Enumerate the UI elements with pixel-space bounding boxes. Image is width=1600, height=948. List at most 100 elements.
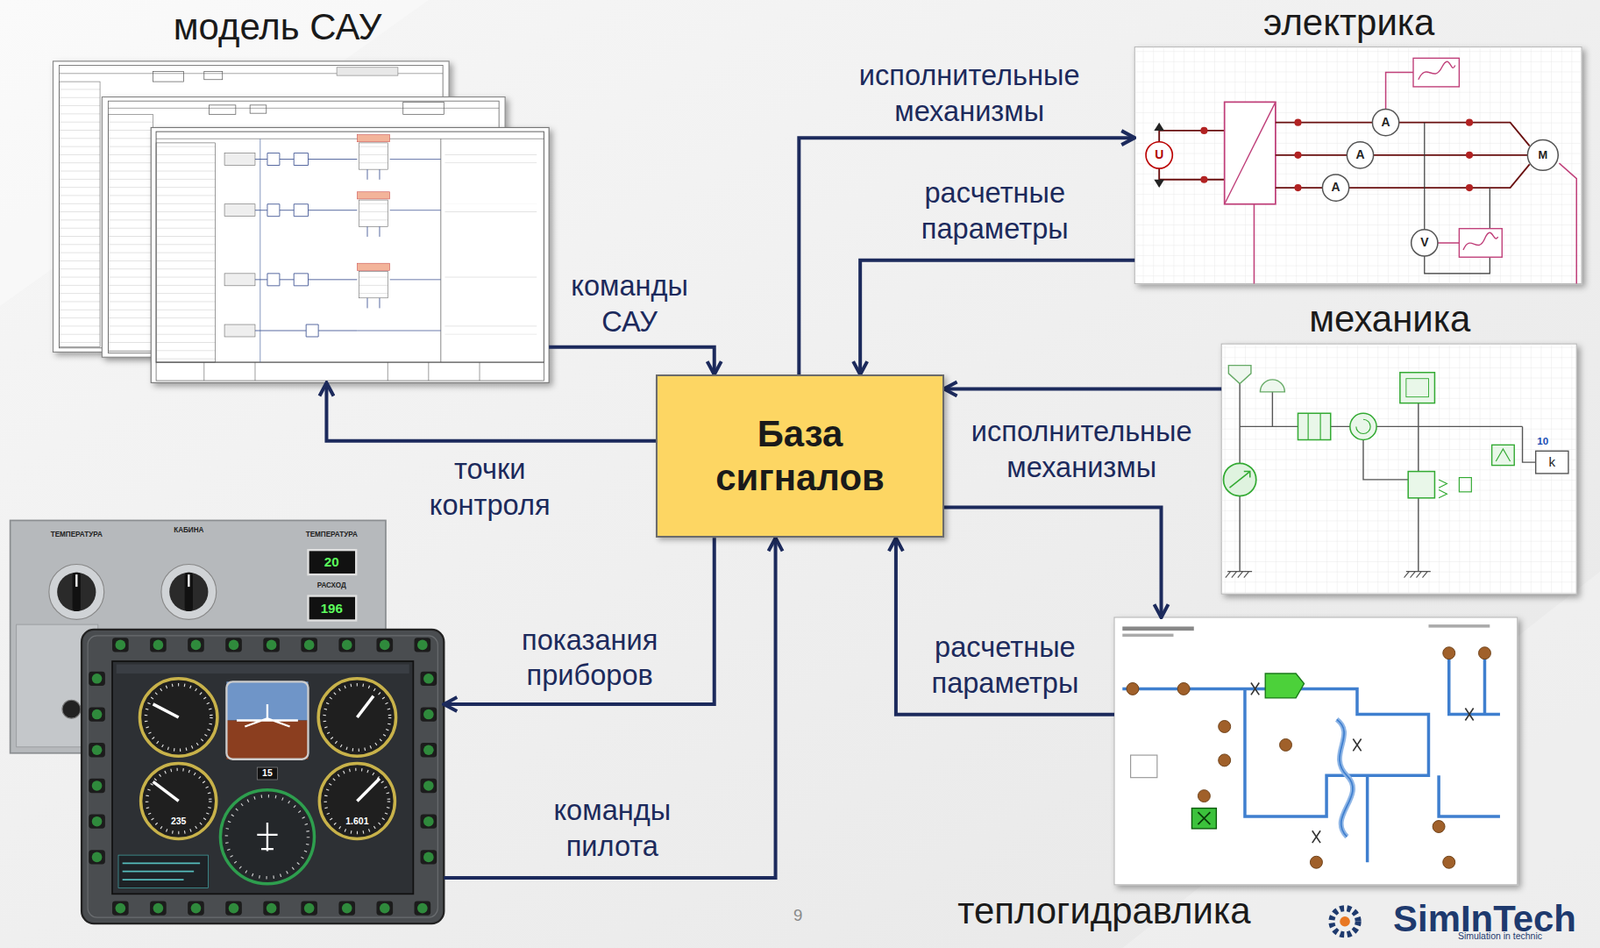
sau-model-sheets-part	[444, 273, 537, 285]
electrics-schematic-part	[1322, 174, 1349, 201]
pilot-display-part	[116, 664, 410, 674]
pilot-display-part	[149, 637, 167, 652]
pilot-display-part	[118, 854, 208, 888]
sau-model-sheets-part	[107, 107, 499, 109]
sau-model-sheet: модель САУ	[150, 127, 549, 383]
sau-model-sheets-part	[156, 362, 544, 381]
sau-model-sheets-part	[356, 263, 390, 271]
electrics-schematic-part	[1134, 47, 1582, 285]
pilot-display-part	[420, 814, 438, 829]
sau-model-sheets-part	[107, 113, 153, 351]
electrics-schematic: электрика	[1134, 47, 1582, 285]
box-title: База сигналов	[715, 412, 885, 501]
edge-label: команды САУ	[570, 268, 689, 340]
panel-caption: КАБИНА	[173, 526, 204, 535]
control-panel-part	[56, 572, 96, 612]
pilot-display-part	[81, 629, 444, 924]
thermohydraulics-schematic-part-part	[1197, 789, 1210, 803]
thermohydraulics-schematic-part-part	[1218, 720, 1231, 733]
display-reading: 20	[324, 554, 340, 570]
mechanics-schematic-part	[1297, 412, 1330, 440]
edge-label: команды пилота	[553, 792, 671, 864]
pilot-display-part	[414, 637, 432, 652]
connector-arrow	[896, 537, 1115, 714]
sau-model-sheets	[53, 61, 550, 384]
logo-gear-part	[1339, 916, 1351, 927]
control-panel-part	[307, 596, 356, 621]
mechanics-schematic-part	[1230, 471, 1251, 489]
connector-arrow	[798, 137, 1135, 375]
pilot-display-part	[88, 849, 106, 864]
pilot-display-part	[88, 814, 106, 829]
edge-label: показания приборов	[521, 622, 658, 694]
electrics-schematic-part	[1372, 109, 1399, 136]
pilot-display-part	[356, 696, 374, 718]
connector-arrow	[443, 537, 776, 878]
control-panel: ТЕМПЕРАТУРАКАБИНАТЕМПЕРАТУРА20РАСХОД196	[10, 520, 386, 754]
panel-heading: электрика	[1263, 2, 1435, 43]
page-number: 9	[793, 906, 803, 925]
thermohydraulics-schematic-part-part	[1478, 647, 1491, 660]
pilot-display-part	[145, 684, 211, 750]
mechanics-schematic-part	[1239, 379, 1536, 572]
mechanics-schematic-part	[1438, 479, 1447, 498]
control-panel-part	[72, 572, 81, 612]
pilot-display-part	[324, 684, 390, 750]
electrics-schematic-part-part	[1294, 184, 1302, 192]
thermohydraulics-schematic-part	[1122, 653, 1501, 863]
sau-model-sheets-part	[224, 204, 256, 217]
sau-model-sheets-part	[255, 273, 357, 286]
thermohydraulics-schematic-part	[1130, 754, 1158, 778]
connector-arrow	[944, 506, 1162, 618]
pilot-display-part	[141, 762, 217, 839]
edge-label: исполнительные механизмы	[859, 57, 1081, 129]
pilot-display-part	[88, 671, 106, 686]
connector-arrow	[548, 347, 715, 375]
sau-model-sheets-part	[359, 199, 389, 227]
pilot-display-part	[112, 637, 129, 652]
pilot-display-part	[187, 637, 205, 652]
sau-model-sheets-part	[444, 324, 537, 335]
sau-model-sheets-part	[444, 153, 537, 164]
thermohydraulics-schematic-part	[1336, 718, 1353, 837]
connector-arrow	[443, 537, 714, 704]
thermohydraulics-schematic-part-part	[1443, 647, 1456, 660]
mechanics-schematic-part	[1223, 462, 1257, 496]
electrics-schematic-part-part	[1294, 119, 1302, 127]
mechanics-schematic-part	[1259, 379, 1285, 392]
electrics-schematic-part-part	[1465, 184, 1473, 192]
pilot-display-part	[420, 671, 438, 686]
pilot-display-part	[153, 781, 179, 801]
thermohydraulics-schematic-part-part	[1280, 738, 1293, 751]
pilot-display-part	[226, 796, 308, 878]
sau-model-sheets-part	[356, 159, 441, 331]
thermohydraulics-schematic-part	[1191, 808, 1216, 829]
sau-model-sheets-part	[359, 271, 389, 299]
control-panel-part	[184, 572, 193, 612]
sau-model-sheets-part	[153, 71, 185, 82]
gauge-reading: 235	[170, 816, 186, 827]
electrics-schematic-part	[1527, 139, 1558, 171]
pilot-display-part	[420, 849, 438, 864]
pilot-display-part	[153, 704, 179, 718]
thermohydraulics-schematic-part	[1126, 647, 1492, 869]
connector-arrow	[326, 382, 656, 441]
electrics-schematic-part	[1224, 101, 1276, 204]
logo-gear-part	[1331, 908, 1359, 935]
symbol-letter: A	[1331, 180, 1341, 194]
logo-gear	[1331, 908, 1359, 935]
control-panel-part	[75, 574, 78, 587]
mechanics-schematic-part	[1356, 419, 1371, 434]
thermohydraulics-schematic-part-part	[1177, 682, 1190, 695]
sau-model-sheets-part	[255, 324, 357, 337]
sau-model-sheets-part	[367, 169, 380, 308]
pilot-display-part	[88, 706, 106, 721]
thermohydraulics-schematic-part	[1114, 617, 1518, 885]
pilot-display-part	[149, 900, 167, 915]
thermohydraulics-schematic-part-part	[1309, 855, 1323, 868]
thermohydraulics-schematic	[1114, 617, 1518, 885]
pilot-display-part	[319, 762, 395, 839]
connector-arrow	[944, 386, 1223, 391]
